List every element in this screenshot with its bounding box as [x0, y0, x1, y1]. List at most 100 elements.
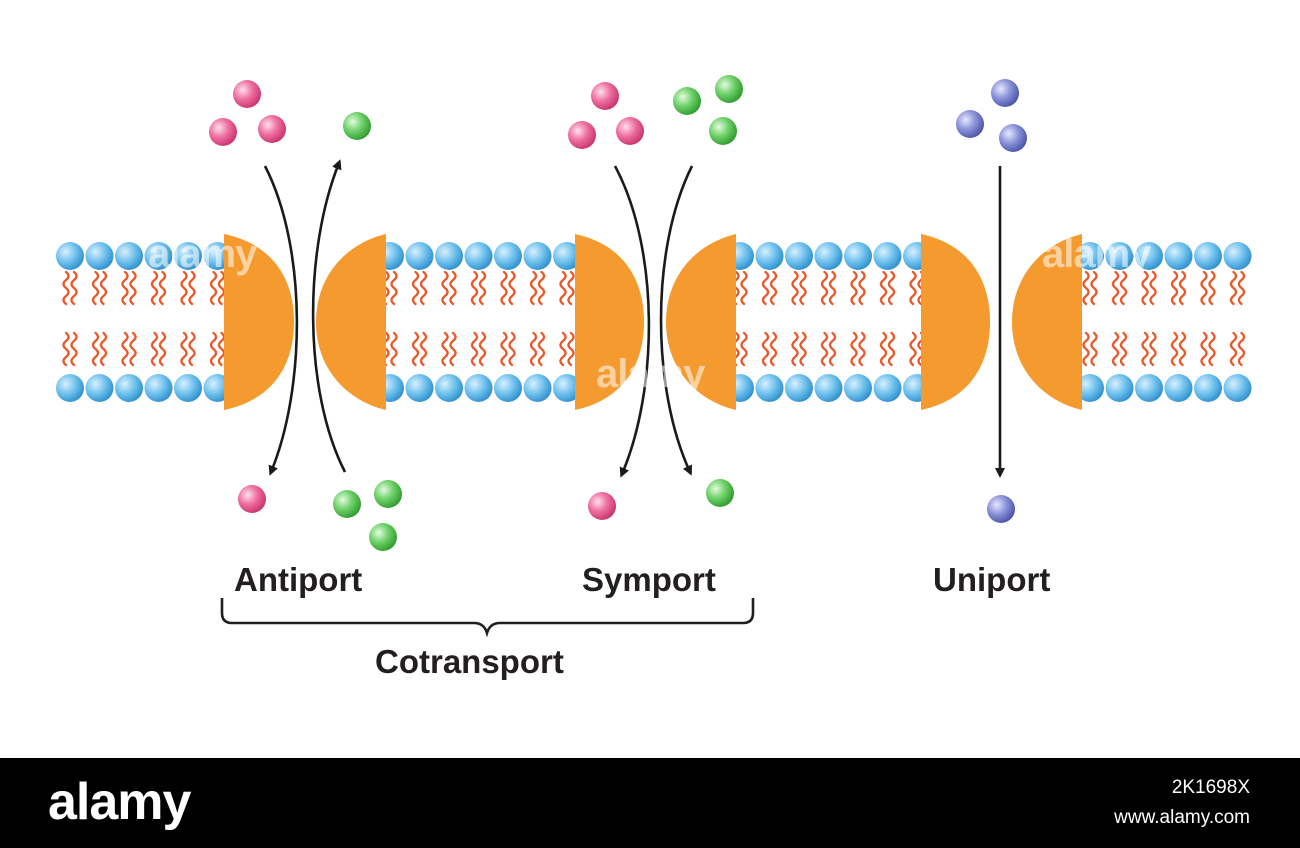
green-molecule — [333, 490, 361, 518]
lipid-tail — [180, 270, 188, 306]
lipid-tail — [769, 270, 778, 306]
antiport-pink-arrow — [263, 165, 299, 476]
lipid-tail — [909, 331, 917, 367]
uniport-protein-left — [921, 234, 990, 410]
transport-proteins — [224, 234, 1082, 410]
lipid-tail — [121, 270, 129, 306]
lipid-head — [1105, 242, 1134, 270]
transport-arrows — [263, 159, 1005, 478]
lipid-tail — [217, 270, 226, 306]
lipid-tail — [537, 331, 546, 367]
lipid-tail — [62, 331, 70, 367]
lipid-tail — [1082, 270, 1090, 306]
lipid-tail — [129, 270, 137, 306]
lipid-head — [1164, 242, 1193, 270]
symport-pink-arrow — [613, 165, 651, 478]
blue-molecule — [987, 495, 1015, 523]
pink-molecule — [588, 492, 616, 520]
pink-molecule — [233, 80, 261, 108]
lipid-tail — [411, 270, 420, 306]
green-molecule — [673, 87, 701, 115]
green-molecule — [715, 75, 743, 103]
lipid-tail — [99, 270, 108, 306]
molecules — [209, 75, 1027, 551]
lipid-head — [553, 242, 581, 270]
lipid-tail — [1090, 331, 1098, 367]
lipid-head — [464, 242, 493, 270]
lipid-tail — [158, 331, 167, 367]
lipid-tail — [820, 270, 829, 306]
green-molecule — [706, 479, 734, 507]
lipid-tail — [858, 270, 866, 306]
lipid-head — [814, 374, 843, 402]
antiport-green-arrow — [311, 159, 347, 473]
lipid-tail — [1119, 270, 1128, 306]
lipid-head — [85, 242, 114, 270]
lipid-tail — [567, 270, 575, 306]
lipid-tail — [478, 331, 487, 367]
antiport-protein-right — [316, 234, 386, 410]
site-url[interactable]: www.alamy.com — [1114, 807, 1250, 828]
green-molecule — [343, 112, 371, 140]
lipid-tail — [567, 331, 575, 367]
pink-molecule — [616, 117, 644, 145]
lipid-tail — [1141, 331, 1149, 367]
lipid-tail — [419, 270, 428, 306]
lipid-head — [115, 242, 143, 270]
lipid-tail — [411, 331, 420, 367]
lipid-head — [435, 374, 463, 402]
lipid-tail — [879, 270, 888, 306]
pink-molecule — [258, 115, 286, 143]
lipid-tail — [769, 331, 778, 367]
lipid-tail — [828, 331, 837, 367]
lipid-head — [144, 374, 173, 402]
lipid-tail — [1149, 270, 1157, 306]
lipid-tail — [441, 270, 449, 306]
alamy-logo[interactable]: alamy — [48, 773, 191, 831]
lipid-tail — [1111, 270, 1120, 306]
lipid-tail — [209, 331, 218, 367]
lipid-tail — [529, 331, 538, 367]
lipid-tail — [449, 270, 457, 306]
pink-molecule — [591, 82, 619, 110]
lipid-tail — [850, 331, 858, 367]
lipid-tail — [559, 270, 567, 306]
lipid-head — [873, 374, 902, 402]
lipid-tail — [419, 331, 428, 367]
lipid-head — [405, 374, 434, 402]
lipid-tail — [1141, 270, 1149, 306]
lipid-tail — [740, 331, 748, 367]
antiport-label: Antiport — [234, 561, 363, 598]
lipid-tail — [791, 331, 799, 367]
lipid-tail — [879, 331, 888, 367]
lipid-tail — [91, 331, 100, 367]
blue-molecule — [991, 79, 1019, 107]
lipid-tail — [1178, 331, 1187, 367]
lipid-head — [1194, 374, 1222, 402]
lipid-tail — [470, 270, 479, 306]
lipid-tail — [188, 331, 196, 367]
lipid-tail — [1208, 331, 1216, 367]
lipid-head — [1105, 374, 1134, 402]
lipid-tail — [500, 270, 508, 306]
lipid-tail — [188, 270, 196, 306]
lipid-tail — [158, 270, 167, 306]
lipid-tail — [470, 331, 479, 367]
lipid-head — [844, 242, 872, 270]
lipid-head — [523, 242, 552, 270]
symport-green-arrow — [659, 165, 694, 476]
lipid-head — [1164, 374, 1193, 402]
symport-protein-left — [575, 234, 644, 410]
lipid-tail — [62, 270, 70, 306]
lipid-head — [755, 242, 784, 270]
lipid-head — [56, 242, 84, 270]
lipid-tail — [150, 270, 159, 306]
lipid-tail — [887, 270, 896, 306]
lipid-head — [494, 374, 522, 402]
lipid-head — [1135, 374, 1163, 402]
lipid-head — [464, 374, 493, 402]
green-molecule — [709, 117, 737, 145]
lipid-head — [1135, 242, 1163, 270]
lipid-tail — [129, 331, 137, 367]
lipid-head — [755, 374, 784, 402]
